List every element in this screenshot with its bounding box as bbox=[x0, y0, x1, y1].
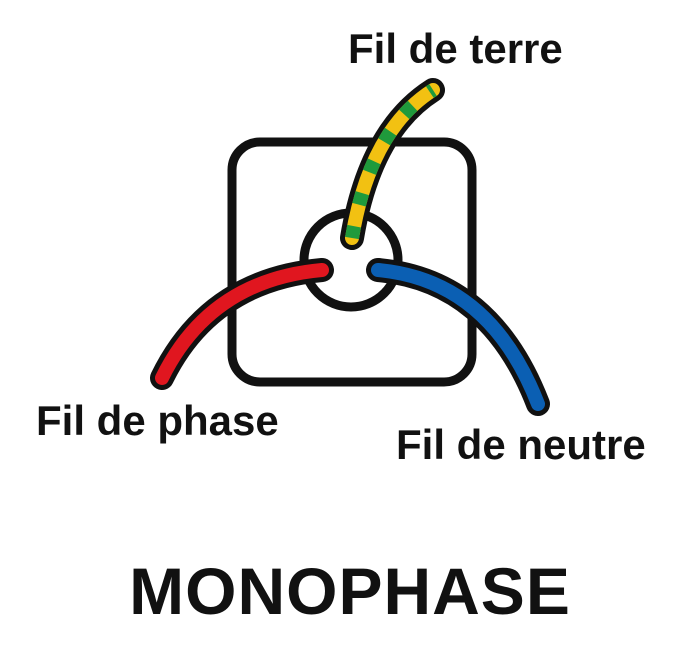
neutral-wire-label: Fil de neutre bbox=[396, 421, 646, 468]
earth-wire bbox=[340, 78, 445, 250]
phase-wire-label: Fil de phase bbox=[36, 397, 279, 444]
neutral-wire bbox=[366, 258, 550, 416]
phase-wire bbox=[150, 258, 334, 390]
earth-wire-label: Fil de terre bbox=[348, 25, 563, 72]
diagram-title: MONOPHASE bbox=[129, 554, 571, 628]
